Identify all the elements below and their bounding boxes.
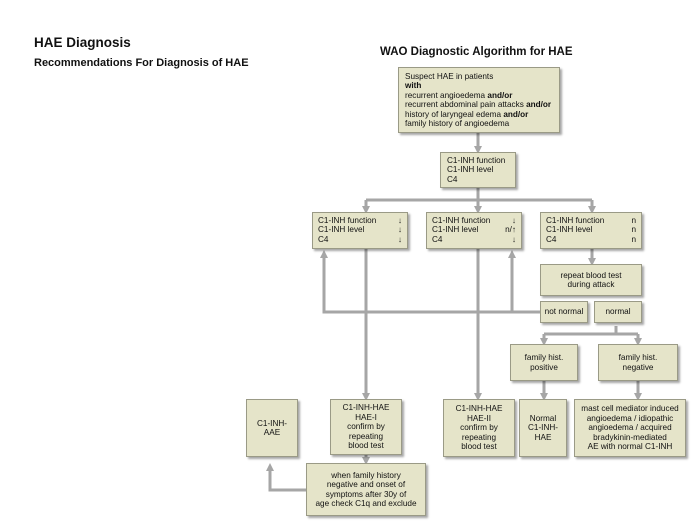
fam-positive-line-2: positive [530,362,558,372]
hae1-line-4: repeating [348,431,384,441]
c1-inh-aae-box: C1-INH- AAE [246,399,298,457]
mast-line-1: mast cell mediator induced [581,404,679,414]
initial-tests-box: C1-INH function C1-INH level C4 [440,152,516,188]
branch-right-value: n [631,234,636,244]
mast-line-3: angioedema / acquired [588,423,672,433]
branch-mid-box: C1-INH function ↓ C1-INH level n/↑ C4 ↓ [426,212,522,249]
aae-line-1: C1-INH- [256,418,288,428]
suspect-line-2: recurrent abdominal pain attacks [405,100,524,110]
test-c1inh-function: C1-INH function [447,156,506,165]
suspect-hae-box: Suspect HAE in patients with recurrent a… [398,67,560,133]
branch-right-value: n [631,225,636,235]
branch-right-row: C1-INH function n [546,216,636,225]
branch-left-value: ↓ [397,216,402,225]
branch-right-label: C1-INH level [546,225,593,235]
normal-label: normal [605,307,631,317]
normal-c1-inh-hae-box: Normal C1-INH- HAE [519,399,567,457]
branch-right-row: C1-INH level n [546,225,636,234]
normal-box: normal [594,301,642,323]
not-normal-label: not normal [544,307,584,317]
hae1-line-2: HAE-I [355,412,377,422]
test-c1inh-level: C1-INH level [447,165,494,175]
branch-left-row: C1-INH function ↓ [318,216,402,225]
family-history-positive-box: family hist. positive [510,344,578,381]
hae2-line-2: HAE-II [466,413,492,423]
hae2-line-4: repeating [461,432,497,442]
branch-left-box: C1-INH function ↓ C1-INH level ↓ C4 ↓ [312,212,408,249]
branch-mid-row: C1-INH level n/↑ [432,225,516,234]
hae2-line-1: C1-INH-HAE [455,404,503,414]
arrow-to-aae [266,463,306,492]
fam-negative-line-2: negative [622,362,654,372]
branch-mid-row: C4 ↓ [432,235,516,244]
branch-left-label: C1-INH level [318,225,365,235]
fam-negative-line-1: family hist. [618,353,658,363]
note-line-3: symptoms after 30y of [325,489,407,499]
normal-hae-line-1: Normal [529,413,557,423]
suspect-with: with [405,81,422,91]
branch-left-label: C4 [318,234,329,244]
page-subtitle: Recommendations For Diagnosis of HAE [34,57,249,69]
note-line-2: negative and onset of [326,480,406,490]
suspect-line-3: history of laryngeal edema [405,109,502,119]
hae2-line-3: confirm by [460,423,498,433]
normal-hae-line-2: C1-INH- [527,423,559,433]
branch-left-label: C1-INH function [318,216,377,225]
hae1-line-5: blood test [348,441,384,451]
branch-left-value: ↓ [397,234,402,244]
hae2-line-5: blood test [461,442,497,452]
branch-mid-row: C1-INH function ↓ [432,216,516,225]
branch-mid-label: C1-INH function [432,216,491,225]
suspect-andor-2: and/or [526,100,552,110]
mast-line-5: AE with normal C1-INH [587,442,673,452]
suspect-andor-3: and/or [503,109,529,119]
branch-right-value: n [631,216,636,225]
page-title: HAE Diagnosis [34,35,131,50]
note-line-1: when family history [331,470,401,480]
hae1-line-1: C1-INH-HAE [342,403,390,413]
suspect-line-4: family history of angioedema [405,119,510,129]
branch-mid-label: C4 [432,234,443,244]
branch-mid-value: ↓ [511,216,516,225]
test-c4: C4 [447,174,458,184]
branch-mid-label: C1-INH level [432,225,479,235]
branch-left-row: C4 ↓ [318,235,402,244]
family-history-negative-box: family hist. negative [598,344,678,381]
suspect-line-1: recurrent angioedema [405,90,486,100]
aae-line-2: AAE [263,428,281,437]
branch-left-row: C1-INH level ↓ [318,225,402,234]
mast-cell-angioedema-box: mast cell mediator induced angioedema / … [574,399,686,457]
normal-hae-line-3: HAE [534,432,552,442]
hae1-line-3: confirm by [347,422,385,432]
branch-mid-value: n/↑ [505,225,516,235]
suspect-intro: Suspect HAE in patients [405,72,494,81]
family-history-note-box: when family history negative and onset o… [306,463,426,516]
arrow-not-normal-to-left [320,250,540,314]
branch-left-value: ↓ [397,225,402,235]
branch-mid-value: ↓ [511,234,516,244]
fam-positive-line-1: family hist. [524,353,564,363]
note-line-4: age check C1q and exclude [315,498,417,508]
hae-type-1-box: C1-INH-HAE HAE-I confirm by repeating bl… [330,399,402,455]
repeat-line-1: repeat blood test [560,270,622,280]
suspect-andor-1: and/or [487,90,513,100]
repeat-line-2: during attack [567,280,615,289]
mast-line-4: bradykinin-mediated [593,432,667,442]
branch-right-box: C1-INH function n C1-INH level n C4 n [540,212,642,249]
algorithm-title: WAO Diagnostic Algorithm for HAE [380,46,573,58]
mast-line-2: angioedema / idiopathic [586,413,674,423]
branch-right-label: C4 [546,234,557,244]
hae-type-2-box: C1-INH-HAE HAE-II confirm by repeating b… [443,399,515,457]
branch-right-row: C4 n [546,235,636,244]
repeat-blood-test-box: repeat blood test during attack [540,264,642,296]
not-normal-box: not normal [540,301,588,323]
branch-right-label: C1-INH function [546,216,605,225]
